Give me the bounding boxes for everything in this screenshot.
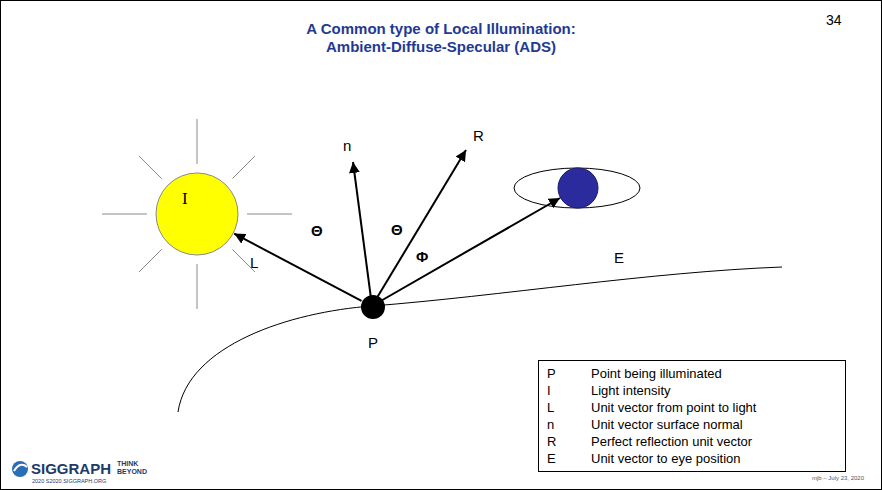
intensity-label: I [182, 190, 188, 208]
sun-ray [139, 156, 162, 179]
logo-swoosh [14, 465, 27, 471]
key-meaning: Perfect reflection unit vector [591, 433, 835, 450]
eye-pupil [558, 168, 598, 208]
key-symbol: E [547, 450, 591, 467]
light-source: I [155, 172, 239, 256]
logo-tagline: THINK BEYOND [117, 460, 149, 476]
angle-label: Θ [391, 221, 403, 238]
footer-note: mjb – July 23, 2020 [812, 475, 864, 482]
logo-icon [12, 461, 28, 477]
sun-shape [155, 172, 239, 256]
eye-outline [514, 168, 640, 208]
surface-point: P [360, 294, 386, 352]
light-vector [234, 234, 361, 301]
sun-ray [139, 249, 162, 272]
key-meaning: Point being illuminated [591, 365, 835, 382]
sun-disc [156, 173, 238, 255]
key-box: PPoint being illuminatedILight intensity… [538, 360, 846, 472]
sun-rays [102, 119, 292, 309]
key-symbol: R [547, 433, 591, 450]
sun-ray [232, 156, 255, 179]
vector-label: L [250, 254, 258, 271]
point-dot [361, 295, 385, 319]
point-shape [360, 294, 386, 320]
key-meaning: Light intensity [591, 382, 835, 399]
key-symbol: P [547, 365, 591, 382]
sun-ray [197, 264, 198, 309]
reflection-vector [372, 150, 466, 306]
key-meaning: Unit vector from point to light [591, 399, 835, 416]
vector-label: R [473, 127, 484, 144]
key-meaning: Unit vector surface normal [591, 416, 835, 433]
sun-ray [102, 214, 147, 215]
vector-label: E [614, 249, 624, 266]
logo-url: 2020 S2020.SIGGRAPH.ORG [32, 478, 106, 484]
normal-vector [353, 162, 372, 306]
key-meaning: Unit vector to eye position [591, 450, 835, 467]
page-number: 34 [826, 12, 842, 28]
slide-title: A Common type of Local Illumination: Amb… [291, 20, 591, 56]
key-symbol: n [547, 416, 591, 433]
eye-vector [372, 198, 560, 306]
sun-ray [197, 119, 198, 164]
logo-wordmark: SIGGRAPH [31, 460, 111, 477]
key-symbol: I [547, 382, 591, 399]
vector-label: n [343, 137, 351, 154]
angle-label: Θ [311, 222, 323, 239]
angle-label: Φ [416, 248, 428, 265]
key-symbol: L [547, 399, 591, 416]
point-label: P [360, 334, 386, 351]
sun-ray [247, 214, 292, 215]
